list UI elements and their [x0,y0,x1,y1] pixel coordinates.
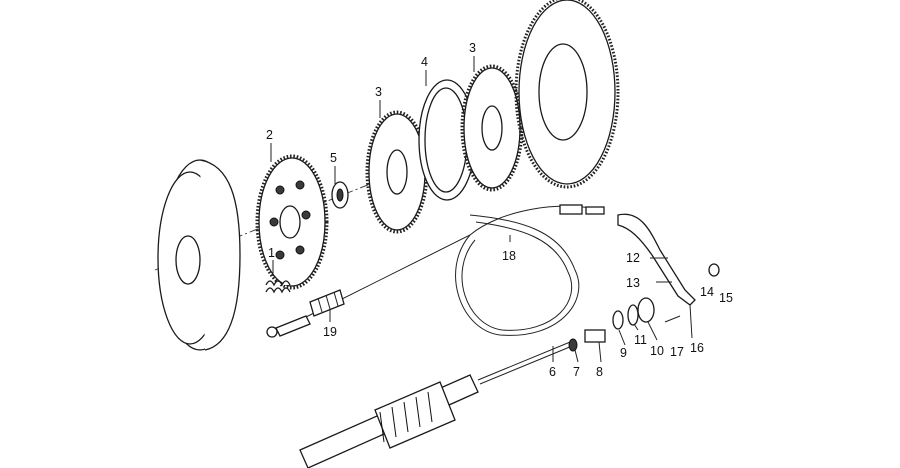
small-parts [568,297,655,352]
ring-gear [514,0,620,189]
callout-4: 4 [421,55,428,69]
leader-lines [270,56,693,363]
cable-18 [299,204,605,336]
steel-ring-4 [418,79,476,201]
callout-11: 11 [634,333,647,347]
callout-12: 12 [626,251,640,265]
callout-13: 13 [626,276,640,290]
callout-8: 8 [596,365,603,379]
hub-5 [331,181,349,209]
flywheel [157,159,241,351]
callout-3b: 3 [469,41,476,55]
callout-2: 2 [266,128,273,142]
callout-16: 16 [690,341,704,355]
callout-17: 17 [670,345,684,359]
callout-15: 15 [719,291,733,305]
friction-disc-3a [365,110,429,234]
callout-9: 9 [620,346,627,360]
cable-boot-19 [266,289,345,338]
pressure-plate-2 [255,154,329,290]
spring-1 [265,280,291,294]
release-lever-12 [617,213,720,323]
callout-18: 18 [502,249,516,263]
callout-6: 6 [549,365,556,379]
input-shaft [299,339,578,468]
callout-3a: 3 [375,85,382,99]
callout-7: 7 [573,365,580,379]
callout-19: 19 [323,325,337,339]
callout-10: 10 [650,344,664,358]
callout-1: 1 [268,246,275,260]
callout-5: 5 [330,151,337,165]
callout-14: 14 [700,285,714,299]
